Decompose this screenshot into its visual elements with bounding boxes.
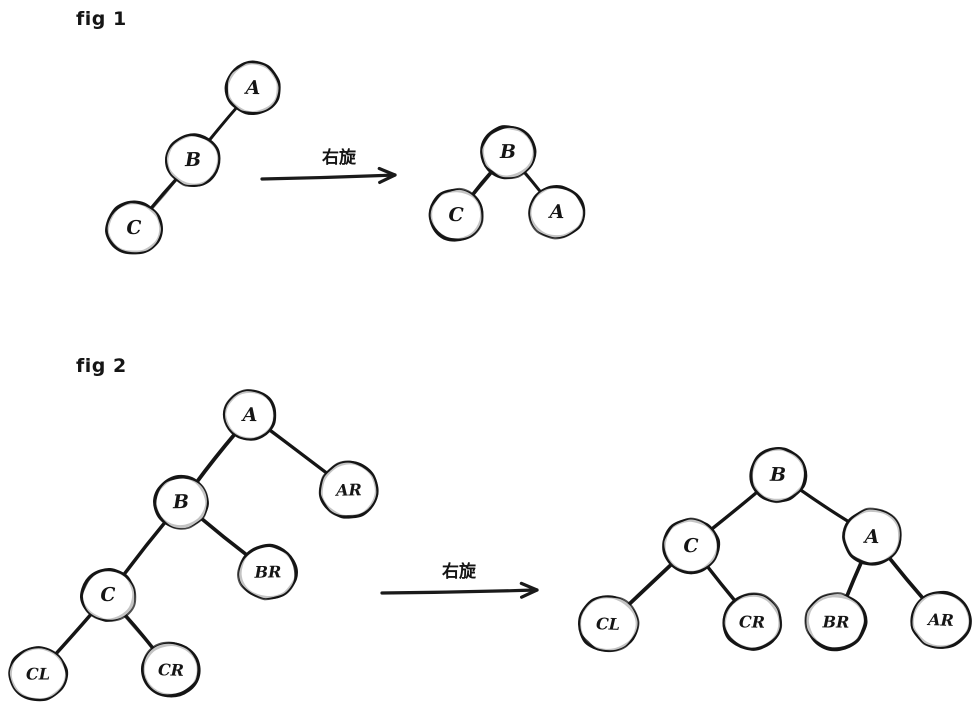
fig1-before-rotation-tree: A B C bbox=[105, 60, 281, 255]
node-circle-overtrace bbox=[222, 388, 276, 441]
node-label: A bbox=[862, 526, 879, 548]
arrow-head bbox=[519, 581, 539, 599]
node-label: C bbox=[126, 217, 142, 239]
node-label: B bbox=[172, 491, 190, 513]
node-circle-overtrace bbox=[154, 476, 209, 530]
node-label: C bbox=[683, 535, 698, 557]
node-circle-overtrace bbox=[105, 201, 163, 255]
node-label: B bbox=[769, 464, 787, 486]
node-circle-overtrace bbox=[842, 507, 902, 565]
fig2-after-rotation-tree: B C A CL CR BR AR bbox=[578, 447, 972, 653]
rotation-label: 右旋 bbox=[442, 562, 476, 582]
tree-node-c[interactable]: C bbox=[79, 567, 137, 622]
tree-node-a[interactable]: A bbox=[528, 185, 586, 240]
tree-node-b[interactable]: B bbox=[153, 474, 209, 530]
node-circle-overtrace bbox=[480, 126, 536, 180]
tree-edge-overtrace bbox=[704, 563, 738, 605]
fig1-rotation-arrow bbox=[260, 166, 397, 184]
node-circle-overtrace bbox=[8, 646, 68, 701]
tree-edge-overtrace bbox=[846, 559, 864, 598]
node-label: C bbox=[100, 584, 116, 606]
tree-edge-overtrace bbox=[206, 104, 239, 143]
tree-edge-overtrace bbox=[53, 612, 94, 657]
node-circle-overtrace bbox=[237, 544, 297, 601]
tree-edge-overtrace bbox=[193, 431, 238, 485]
tree-node-a[interactable]: A bbox=[224, 60, 281, 115]
fig2-rotation-arrow bbox=[380, 581, 539, 599]
tree-edge-overtrace bbox=[887, 555, 926, 601]
arrow-shaft bbox=[260, 173, 397, 181]
node-circle-overtrace bbox=[910, 591, 971, 649]
tree-edge-overtrace bbox=[469, 170, 495, 199]
node-circle-overtrace bbox=[226, 61, 281, 114]
tree-node-cl[interactable]: CL bbox=[578, 595, 640, 653]
tree-edge-overtrace bbox=[266, 428, 330, 475]
node-label: B bbox=[499, 141, 516, 163]
edge-group bbox=[52, 426, 331, 658]
node-circle-overtrace bbox=[804, 592, 866, 650]
node-circle-overtrace bbox=[662, 517, 719, 574]
tree-edge-overtrace bbox=[521, 170, 543, 195]
tree-node-cr[interactable]: CR bbox=[722, 592, 783, 651]
node-label: CR bbox=[739, 612, 765, 631]
tree-node-br[interactable]: BR bbox=[237, 543, 298, 601]
tree-node-ar[interactable]: AR bbox=[910, 590, 972, 649]
node-circle-overtrace bbox=[141, 641, 200, 697]
node-label: A bbox=[547, 201, 564, 223]
fig1-after-rotation-tree: B C A bbox=[428, 125, 586, 242]
node-circle-overtrace bbox=[528, 186, 586, 240]
tree-node-cr[interactable]: CR bbox=[140, 641, 201, 698]
fig2-caption: fig 2 bbox=[76, 355, 127, 377]
edge-group bbox=[625, 486, 927, 609]
tree-node-c[interactable]: C bbox=[428, 187, 484, 242]
node-label: A bbox=[241, 404, 258, 426]
tree-edge-overtrace bbox=[121, 613, 156, 652]
tree-edge-overtrace bbox=[626, 562, 675, 609]
node-circle-overtrace bbox=[750, 447, 807, 504]
node-circle-overtrace bbox=[81, 569, 137, 622]
tree-node-b[interactable]: B bbox=[480, 125, 537, 180]
node-label: AR bbox=[926, 610, 954, 630]
tree-node-a[interactable]: A bbox=[842, 507, 902, 566]
node-label: B bbox=[184, 149, 202, 171]
fig2-before-rotation-tree: A AR B BR C CL CR bbox=[8, 388, 379, 702]
tree-edge-overtrace bbox=[708, 489, 761, 531]
tree-node-c[interactable]: C bbox=[105, 200, 163, 255]
node-circle-overtrace bbox=[428, 187, 484, 241]
node-circle-overtrace bbox=[722, 592, 783, 650]
node-label: CL bbox=[596, 614, 621, 634]
tree-node-br[interactable]: BR bbox=[804, 592, 868, 652]
tree-node-cl[interactable]: CL bbox=[8, 646, 69, 702]
tree-node-a[interactable]: A bbox=[222, 388, 277, 441]
tree-edge-overtrace bbox=[797, 489, 852, 524]
node-label: BR bbox=[253, 562, 281, 581]
tree-edge-overtrace bbox=[150, 176, 180, 212]
arrow-shaft bbox=[380, 588, 539, 595]
tree-edge-overtrace bbox=[120, 520, 168, 577]
tree-node-b[interactable]: B bbox=[165, 133, 221, 187]
rotation-label: 右旋 bbox=[322, 148, 356, 168]
tree-node-c[interactable]: C bbox=[662, 517, 721, 575]
node-circle-overtrace bbox=[578, 595, 640, 653]
node-circle-overtrace bbox=[318, 460, 379, 518]
node-label: C bbox=[448, 204, 464, 226]
tree-node-ar[interactable]: AR bbox=[318, 460, 379, 519]
node-label: CL bbox=[26, 664, 50, 683]
node-label: BR bbox=[821, 612, 849, 631]
tree-node-b[interactable]: B bbox=[749, 447, 808, 504]
tree-edge-overtrace bbox=[199, 516, 249, 558]
node-label: A bbox=[243, 77, 260, 99]
arrow-head bbox=[377, 166, 397, 184]
node-circle-overtrace bbox=[165, 134, 221, 187]
node-label: AR bbox=[334, 480, 362, 499]
node-label: CR bbox=[158, 660, 185, 680]
fig1-caption: fig 1 bbox=[76, 8, 127, 30]
